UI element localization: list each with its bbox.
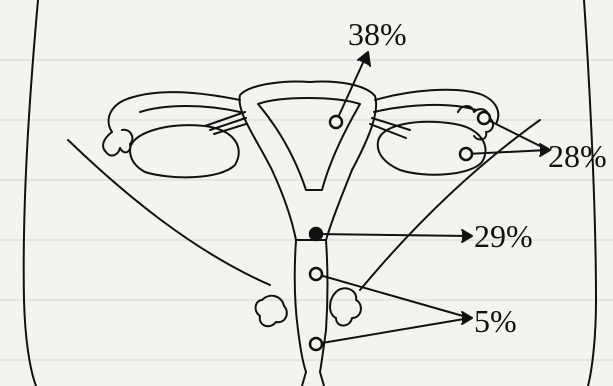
marker-cervix-lower [310, 338, 322, 350]
arrow-29 [316, 234, 470, 236]
arrow-5-head [462, 312, 472, 324]
body-outline-right [584, 0, 596, 386]
pelvic-line-left [68, 140, 270, 285]
right-cervical-blob [330, 288, 361, 325]
cervix [295, 240, 328, 372]
arrow-38 [336, 56, 366, 122]
marker-uterus [310, 228, 322, 240]
vaginal-canal [302, 372, 324, 386]
arrow-5-b [316, 318, 470, 344]
marker-tube [330, 116, 342, 128]
arrow-28-b [466, 150, 548, 154]
uterine-cavity [258, 98, 360, 190]
arrow-28-a [484, 118, 548, 150]
marker-cervix-upper [310, 268, 322, 280]
arrow-38-head [358, 52, 370, 66]
body-outline-left [24, 0, 38, 386]
marker-ovary-lower [460, 148, 472, 160]
label-ovary-percent: 28% [548, 140, 607, 172]
arrow-5-a [316, 274, 470, 318]
left-fimbria [103, 130, 132, 156]
label-uterine-body-percent: 29% [474, 220, 533, 252]
marker-ovary-upper [478, 112, 490, 124]
background-grid [0, 60, 613, 360]
left-ligament [205, 112, 246, 134]
left-tube-inner [140, 106, 240, 112]
left-ovary [130, 125, 239, 177]
pelvic-line-right [360, 120, 540, 290]
label-fallopian-tube-percent: 38% [348, 18, 407, 50]
label-cervix-percent: 5% [474, 305, 517, 337]
